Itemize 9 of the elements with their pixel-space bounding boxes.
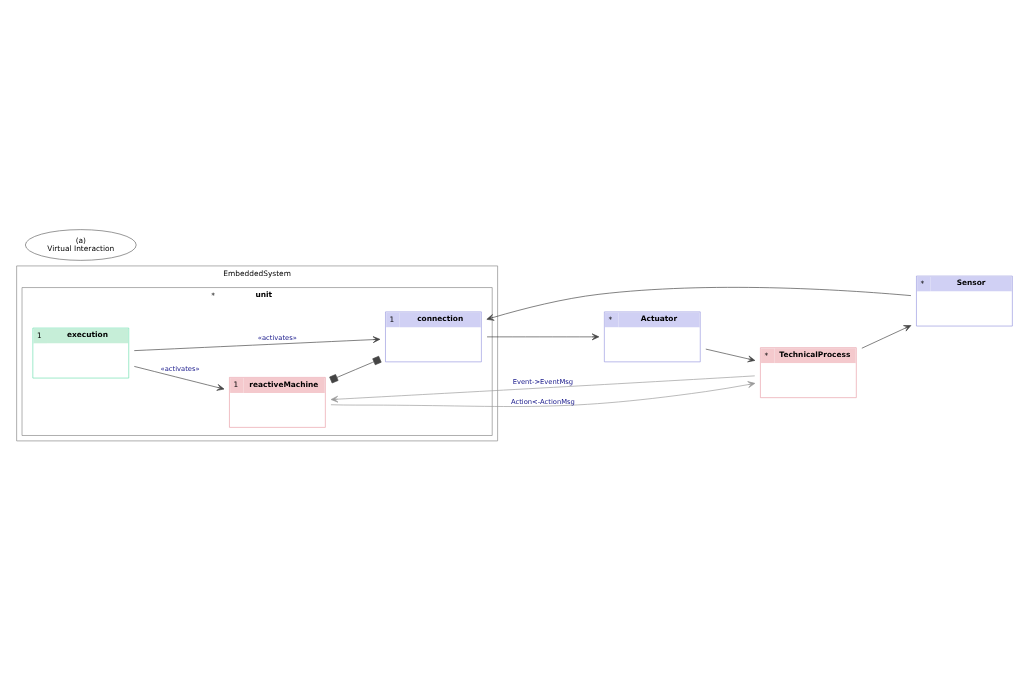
- connector: [329, 355, 382, 383]
- arrow: [486, 333, 600, 340]
- arrow: [330, 375, 756, 403]
- arrow: [133, 335, 381, 351]
- arrow: [330, 380, 756, 407]
- arrow: [133, 365, 225, 391]
- arrow: [705, 348, 756, 362]
- arrow: [861, 324, 912, 349]
- arrow: [486, 286, 912, 321]
